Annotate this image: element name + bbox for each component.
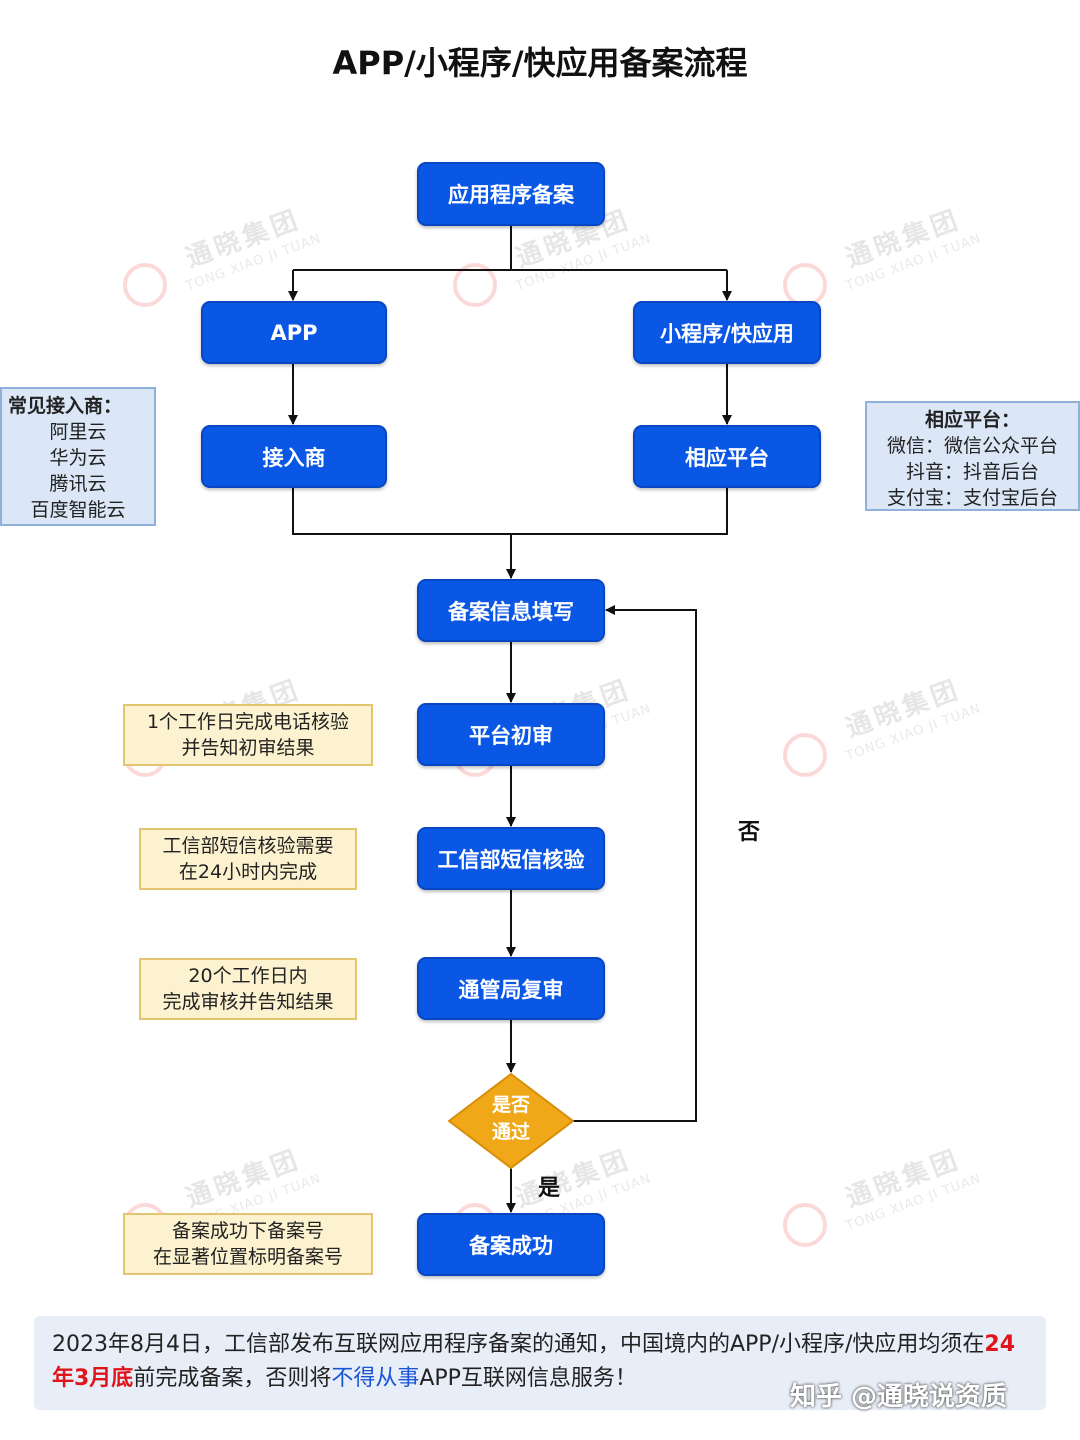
providers-note-heading: 常见接入商：: [8, 395, 123, 417]
note-sms-verify: 工信部短信核验需要在24小时内完成: [139, 828, 357, 890]
providers-note-item: 阿里云: [49, 421, 107, 443]
watermark-logo-icon: [783, 733, 827, 777]
node-success: 备案成功: [417, 1213, 605, 1276]
node-start: 应用程序备案: [417, 162, 605, 226]
footer-warning: 不得从事: [331, 1366, 420, 1391]
node-platform: 相应平台: [633, 425, 821, 488]
watermark-logo-icon: [123, 263, 167, 307]
platforms-note: 相应平台： 微信：微信公众平台 抖音：抖音后台 支付宝：支付宝后台: [865, 401, 1080, 511]
footer-text: APP互联网信息服务！: [419, 1366, 637, 1391]
page-title: APP/小程序/快应用备案流程: [332, 44, 748, 82]
node-sms-verify: 工信部短信核验: [417, 827, 605, 890]
zhihu-credit: 知乎 @通晓说资质: [790, 1382, 1008, 1412]
providers-note-item: 华为云: [49, 447, 107, 469]
footer-deadline: 24年3月底: [52, 1332, 1016, 1391]
footer-text: 前完成备案，否则将: [133, 1366, 332, 1391]
connector-merge: [292, 488, 728, 535]
watermark-logo-icon: [783, 1203, 827, 1247]
note-initial-review: 1个工作日完成电话核验并告知初审结果: [123, 704, 373, 766]
decision-diamond: [448, 1073, 574, 1169]
note-bureau-review: 20个工作日内完成审核并告知结果: [139, 958, 357, 1020]
node-fill-info: 备案信息填写: [417, 579, 605, 642]
edge-label-no: 否: [738, 820, 761, 845]
providers-note-item: 腾讯云: [49, 473, 107, 495]
node-mini-program: 小程序/快应用: [633, 301, 821, 364]
footer-text: 2023年8月4日，工信部发布互联网应用程序备案的通知，中国境内的APP/小程序…: [52, 1332, 985, 1357]
watermark-logo-icon: [453, 263, 497, 307]
node-initial-review: 平台初审: [417, 703, 605, 766]
platforms-note-heading: 相应平台：: [924, 409, 1020, 431]
platforms-note-item: 支付宝：支付宝后台: [886, 487, 1058, 509]
platforms-note-item: 抖音：抖音后台: [905, 461, 1039, 483]
platforms-note-item: 微信：微信公众平台: [886, 435, 1058, 457]
node-provider: 接入商: [201, 425, 387, 488]
footer-notice: 2023年8月4日，工信部发布互联网应用程序备案的通知，中国境内的APP/小程序…: [34, 1316, 1046, 1410]
providers-note-item: 百度智能云: [30, 499, 126, 521]
decision-label: 是否 通过: [491, 1094, 530, 1143]
edge-label-yes: 是: [538, 1176, 561, 1201]
node-app: APP: [201, 301, 387, 364]
node-bureau-review: 通管局复审: [417, 957, 605, 1020]
providers-note: 常见接入商： 阿里云 华为云 腾讯云 百度智能云: [0, 387, 156, 526]
arrow-decision-loop: [573, 605, 697, 1122]
note-success: 备案成功下备案号在显著位置标明备案号: [123, 1213, 373, 1275]
